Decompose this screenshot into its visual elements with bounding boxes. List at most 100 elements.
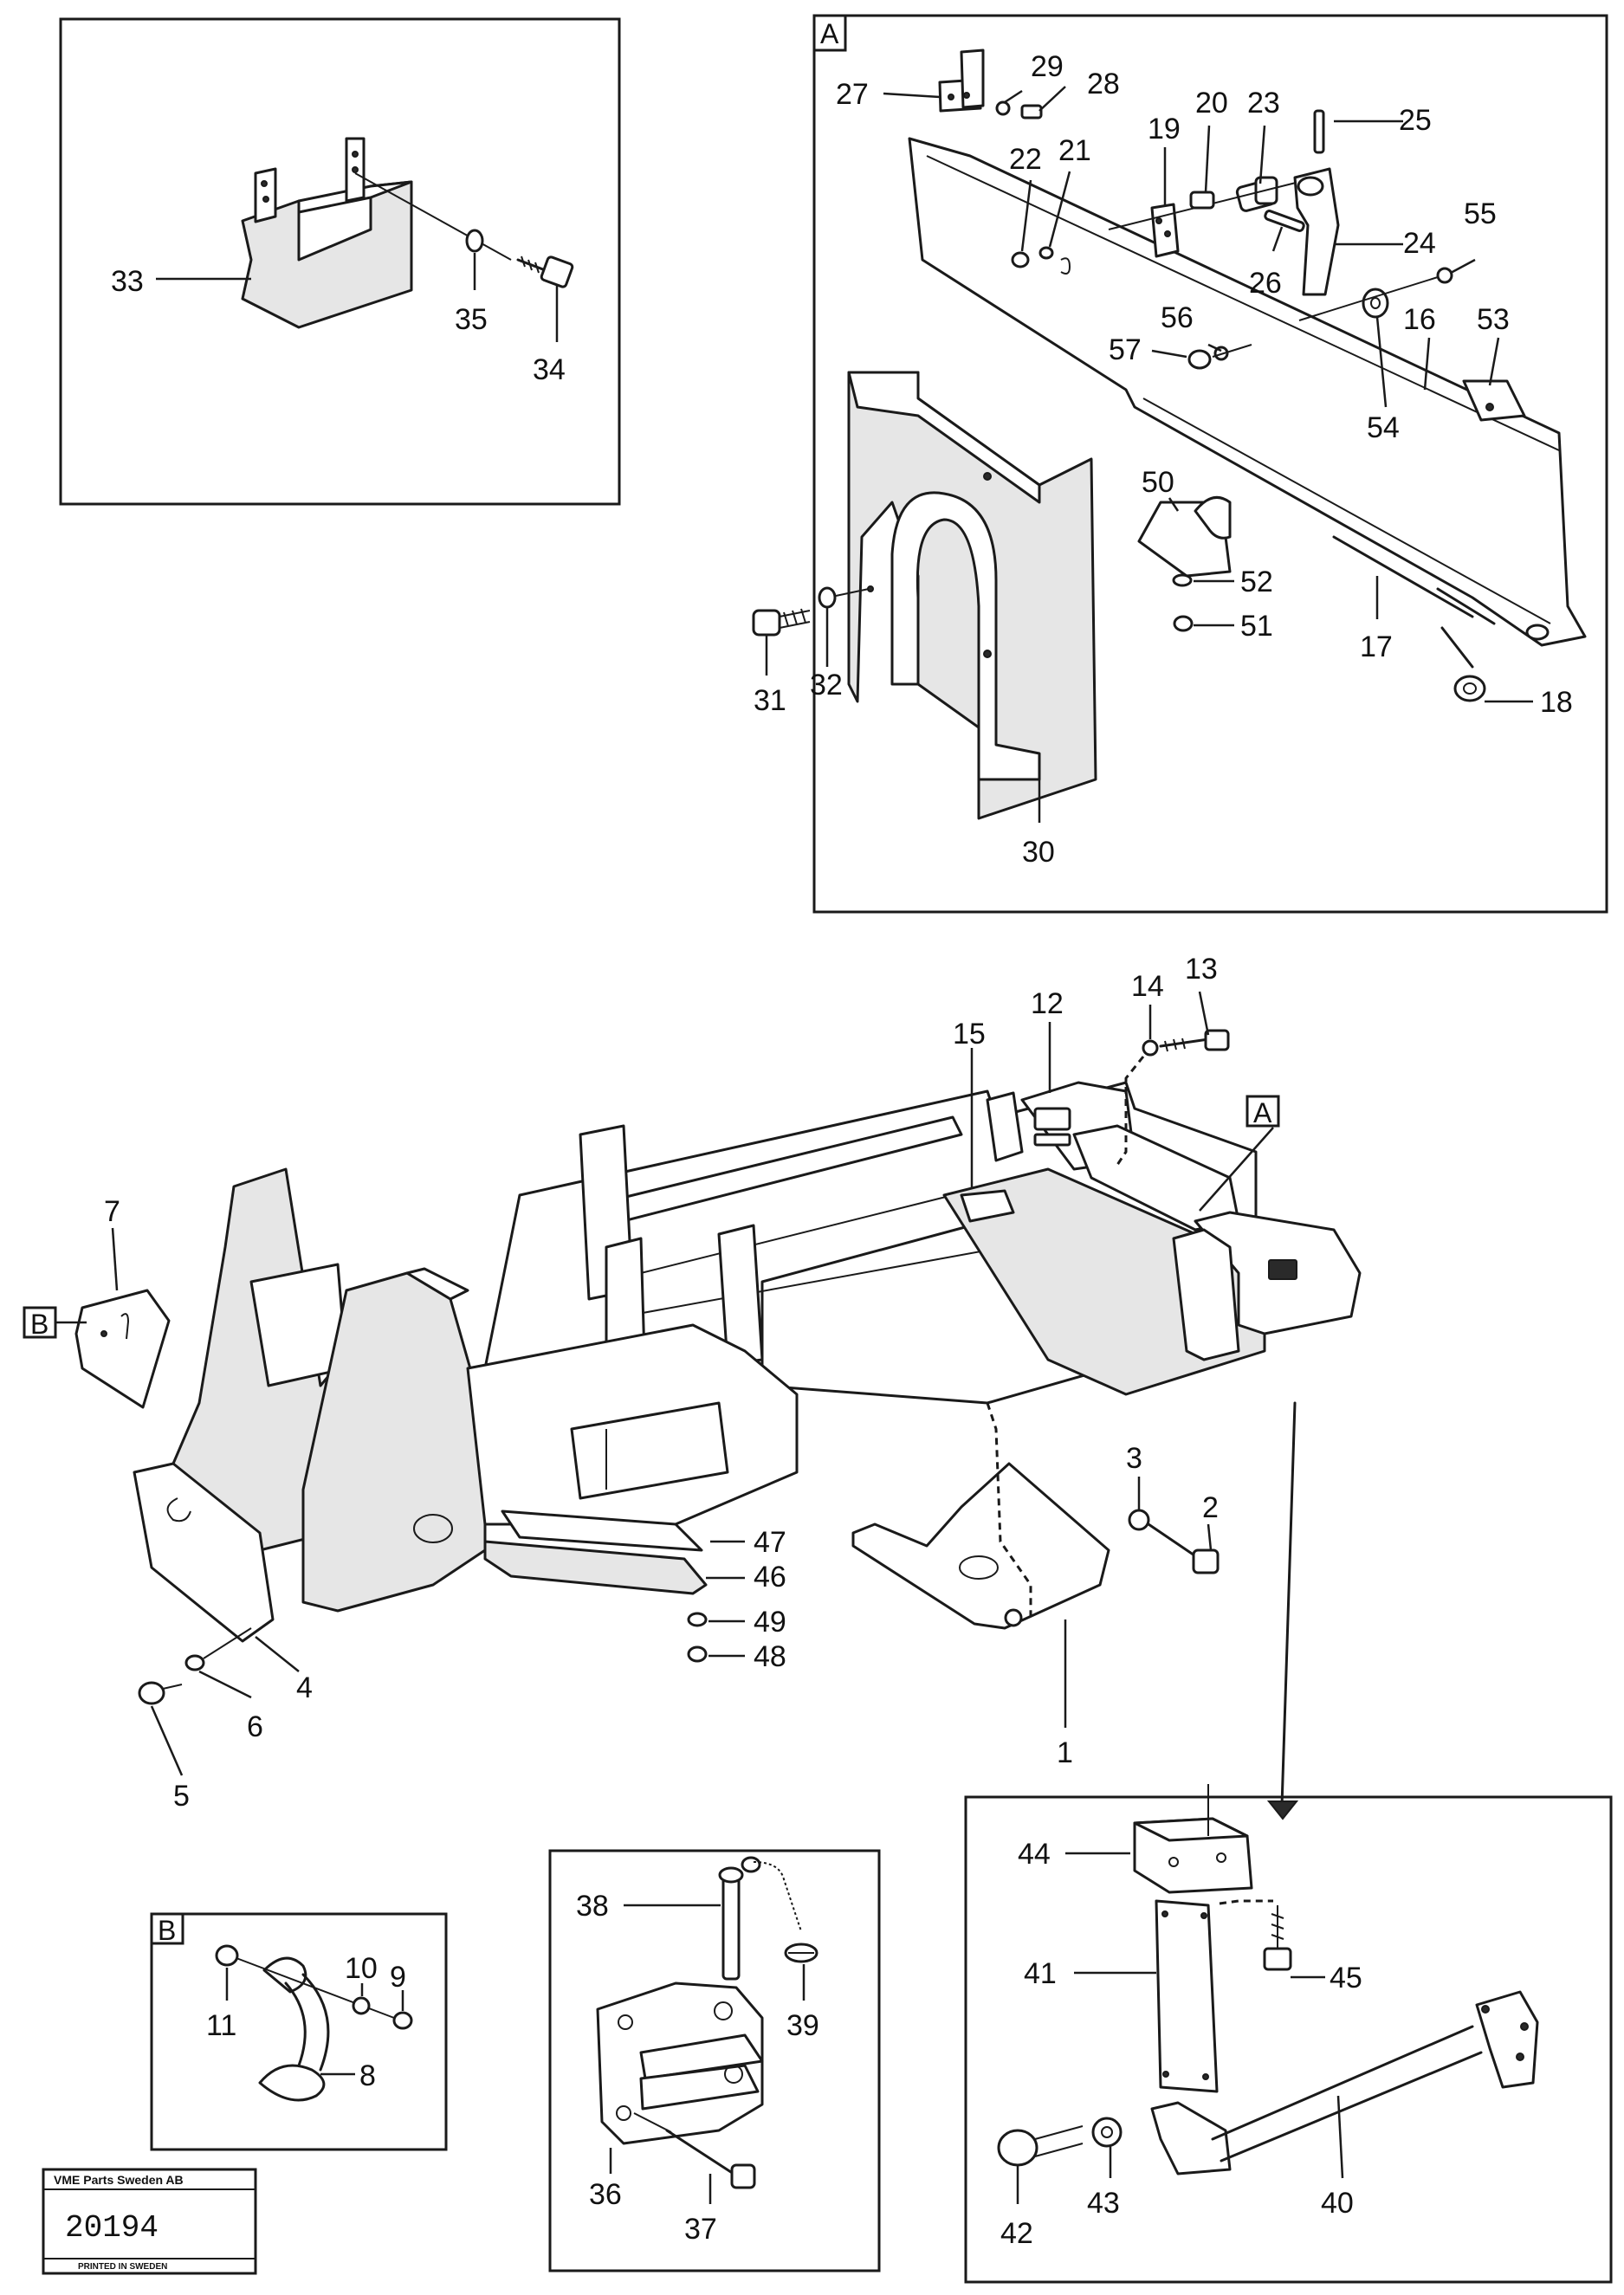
callout-4: 4 xyxy=(296,1671,313,1704)
callout-49: 49 xyxy=(754,1606,786,1639)
callout-45: 45 xyxy=(1330,1962,1362,1994)
inset-a-frame xyxy=(812,14,1608,914)
callout-27: 27 xyxy=(836,78,869,111)
callout-20: 20 xyxy=(1195,87,1228,120)
bar-40 xyxy=(1150,1990,1539,2175)
hinge-53 xyxy=(1462,379,1526,422)
inset-hitch-frame xyxy=(548,1849,881,2272)
callout-10: 10 xyxy=(345,1952,378,1985)
callout-56: 56 xyxy=(1161,301,1194,334)
hinge-bar-17 xyxy=(1436,587,1496,625)
callout-19: 19 xyxy=(1148,113,1181,145)
bracket-27 xyxy=(938,48,985,113)
callout-52: 52 xyxy=(1240,566,1273,598)
nut-55 xyxy=(1436,267,1453,284)
callout-33: 33 xyxy=(111,265,144,298)
stamp-frame xyxy=(42,2168,257,2275)
callout-30: 30 xyxy=(1022,836,1055,869)
callout-48: 48 xyxy=(754,1640,786,1673)
callout-32: 32 xyxy=(810,669,843,701)
handle-8 xyxy=(258,1956,330,2102)
washer-32 xyxy=(818,586,837,609)
callout-3: 3 xyxy=(1126,1442,1142,1475)
bracket-50 xyxy=(1137,495,1232,578)
callout-37: 37 xyxy=(684,2213,717,2246)
callout-15: 15 xyxy=(953,1018,986,1051)
inset-b-tag-box xyxy=(150,1912,184,1945)
washer-43 xyxy=(1091,2117,1123,2148)
callout-25: 25 xyxy=(1399,104,1432,137)
callout-34: 34 xyxy=(533,353,566,386)
callout-31: 31 xyxy=(754,684,786,717)
inset-a-tag-box xyxy=(812,14,847,52)
block-44 xyxy=(1133,1784,1253,1894)
bolt-20 xyxy=(1189,191,1215,210)
cover-30 xyxy=(847,371,1097,820)
main-b-tag: B xyxy=(30,1309,49,1340)
callout-18: 18 xyxy=(1540,686,1573,719)
strip-47 xyxy=(501,1510,703,1552)
callout-38: 38 xyxy=(576,1890,609,1923)
callout-21: 21 xyxy=(1058,134,1091,167)
clip-39 xyxy=(784,1943,818,1963)
pin-25 xyxy=(1313,109,1325,154)
inset-top-left: 33 35 34 xyxy=(59,17,621,506)
callout-23: 23 xyxy=(1247,87,1280,120)
callout-16: 16 xyxy=(1403,303,1436,336)
callout-44: 44 xyxy=(1018,1838,1051,1871)
callout-14: 14 xyxy=(1131,970,1164,1003)
bolt-42 xyxy=(997,2125,1084,2167)
bolt-45 xyxy=(1263,1905,1292,1971)
callout-1: 1 xyxy=(1057,1736,1073,1769)
main-a-tag-box xyxy=(1245,1095,1280,1128)
washer-49 xyxy=(687,1612,708,1627)
callout-6: 6 xyxy=(247,1710,263,1743)
callout-29: 29 xyxy=(1031,50,1064,83)
callout-46: 46 xyxy=(754,1561,786,1594)
bolt-9 xyxy=(392,2011,413,2030)
washer-35 xyxy=(465,229,484,253)
inset-counterweight: 44 41 45 43 40 42 xyxy=(964,1784,1613,2284)
bushing-23 xyxy=(1235,176,1278,212)
bolt-5 xyxy=(138,1681,183,1705)
inset-top-left-frame xyxy=(59,17,621,506)
washer-29 xyxy=(995,100,1011,116)
drawing-stamp: VME Parts Sweden AB 20194 PRINTED IN SWE… xyxy=(42,2168,257,2275)
panel-16 xyxy=(908,137,1587,647)
pin-38 xyxy=(718,1856,761,1981)
callout-54: 54 xyxy=(1367,411,1400,444)
nut-57 xyxy=(1187,349,1212,370)
callout-2: 2 xyxy=(1202,1491,1219,1524)
callout-57: 57 xyxy=(1109,333,1142,366)
bolt-51 xyxy=(1173,615,1194,632)
chain-39 xyxy=(753,1861,802,1932)
bracket-36 xyxy=(596,1981,764,2145)
washer-6 xyxy=(184,1654,205,1671)
washer-18 xyxy=(1453,675,1486,702)
washer-52 xyxy=(1172,573,1193,587)
bracket-33 xyxy=(241,137,413,329)
main-a-tag: A xyxy=(1253,1097,1272,1128)
callout-43: 43 xyxy=(1087,2187,1120,2220)
pin-26 xyxy=(1264,210,1305,232)
callout-11: 11 xyxy=(206,2009,236,2042)
inset-a-tag: A xyxy=(820,18,839,49)
bolt-31 xyxy=(752,608,811,637)
inset-b: B 11 10 9 8 xyxy=(150,1912,448,2151)
skid-plate-1 xyxy=(851,1402,1110,1630)
inset-hitch: 38 39 36 37 xyxy=(548,1849,881,2272)
inset-counterweight-frame xyxy=(964,1795,1613,2284)
callout-9: 9 xyxy=(390,1961,406,1994)
callout-36: 36 xyxy=(589,2178,622,2211)
callout-8: 8 xyxy=(359,2059,376,2092)
callout-50: 50 xyxy=(1142,466,1174,499)
callout-24: 24 xyxy=(1403,227,1436,260)
callout-28: 28 xyxy=(1087,68,1120,100)
bolt-34 xyxy=(516,255,574,288)
callout-53: 53 xyxy=(1477,303,1510,336)
callout-22: 22 xyxy=(1009,143,1042,176)
washer-10 xyxy=(352,1996,371,2015)
bolt-37 xyxy=(665,2129,756,2189)
main-frame-assembly: A B xyxy=(23,953,1362,1820)
washer-21 xyxy=(1038,246,1054,260)
